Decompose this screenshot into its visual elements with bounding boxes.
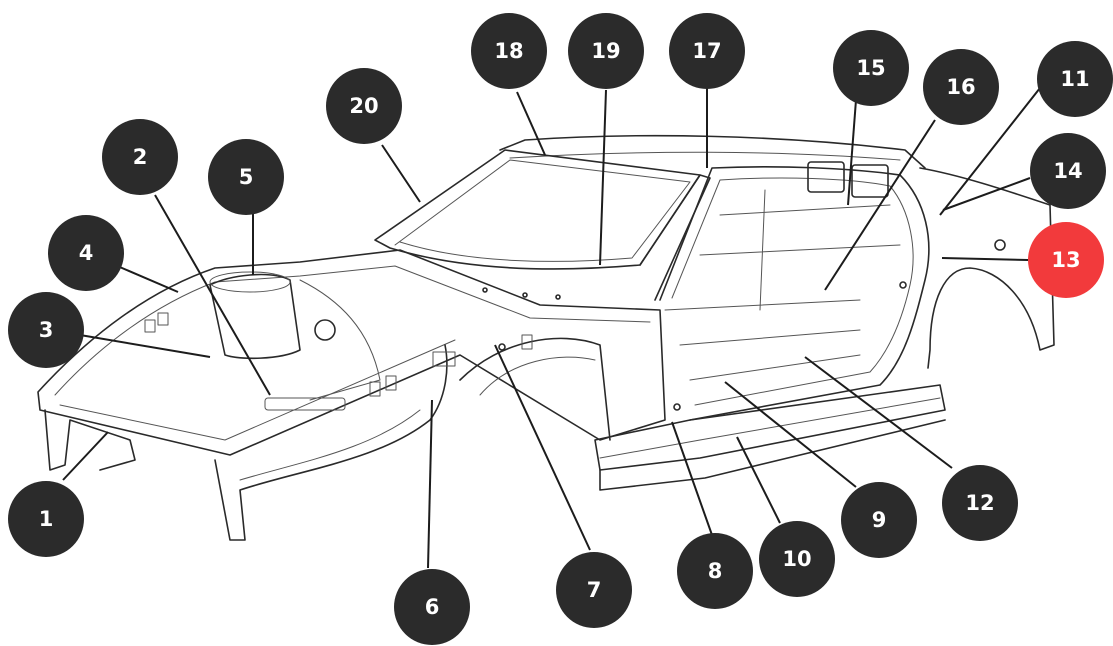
callout-2[interactable]: 2	[102, 119, 178, 195]
front-bumper	[44, 409, 136, 471]
callout-6[interactable]: 6	[394, 569, 470, 645]
front-frame	[37, 249, 666, 456]
leader-10	[736, 436, 781, 524]
callout-14[interactable]: 14	[1030, 133, 1106, 209]
callout-5-label: 5	[239, 165, 254, 189]
callout-13[interactable]: 13	[1028, 222, 1104, 298]
callout-12[interactable]: 12	[942, 465, 1018, 541]
leader-13	[941, 257, 1029, 261]
callout-7-label: 7	[587, 578, 602, 602]
door-opening	[659, 166, 930, 421]
leader-8	[671, 421, 713, 536]
leader-18	[516, 91, 546, 156]
leader-16	[824, 119, 936, 291]
callout-7[interactable]: 7	[556, 552, 632, 628]
callout-10[interactable]: 10	[759, 521, 835, 597]
callout-2-label: 2	[133, 145, 148, 169]
rear-opening-left	[807, 161, 845, 193]
callout-markers: 1 2 3 4 5 6 7 8 9 10 11	[8, 13, 1113, 645]
rear-wheel-arch	[459, 337, 611, 441]
leader-12	[804, 356, 953, 469]
roof-panel	[499, 134, 926, 169]
leader-2	[154, 194, 271, 396]
callout-17[interactable]: 17	[669, 13, 745, 89]
leader-15	[847, 99, 857, 206]
callout-19[interactable]: 19	[568, 13, 644, 89]
callout-18[interactable]: 18	[471, 13, 547, 89]
leader-20	[381, 144, 421, 203]
strut-tower	[209, 273, 301, 360]
callout-16-label: 16	[946, 75, 975, 99]
callout-3-label: 3	[39, 318, 54, 342]
callout-9[interactable]: 9	[841, 482, 917, 558]
leader-14	[942, 177, 1031, 211]
callout-4-label: 4	[79, 241, 94, 265]
callout-20[interactable]: 20	[326, 68, 402, 144]
leader-3	[79, 334, 211, 358]
callout-9-label: 9	[872, 508, 887, 532]
leader-lines	[62, 87, 1041, 569]
callout-8-label: 8	[708, 559, 723, 583]
leader-19	[599, 89, 607, 266]
a-pillar	[639, 174, 711, 301]
callout-10-label: 10	[782, 547, 811, 571]
callout-11[interactable]: 11	[1037, 41, 1113, 117]
leader-4	[114, 264, 179, 293]
rear-quarter-panel	[919, 167, 1055, 369]
callout-13-label: 13	[1051, 248, 1080, 272]
callout-20-label: 20	[349, 94, 378, 118]
callout-14-label: 14	[1053, 159, 1082, 183]
leader-7	[494, 344, 591, 551]
callout-19-label: 19	[591, 39, 620, 63]
leader-9	[724, 381, 857, 488]
callout-18-label: 18	[494, 39, 523, 63]
callout-17-label: 17	[692, 39, 721, 63]
leader-1	[62, 431, 109, 481]
windshield-frame	[374, 149, 701, 270]
callout-15-label: 15	[856, 56, 885, 80]
callout-3[interactable]: 3	[8, 292, 84, 368]
callout-12-label: 12	[965, 491, 994, 515]
callout-6-label: 6	[425, 595, 440, 619]
callout-5[interactable]: 5	[208, 139, 284, 215]
callout-8[interactable]: 8	[677, 533, 753, 609]
callout-11-label: 11	[1060, 67, 1089, 91]
callout-4[interactable]: 4	[48, 215, 124, 291]
rear-opening-right	[851, 164, 889, 198]
leader-6	[427, 399, 433, 569]
callout-15[interactable]: 15	[833, 30, 909, 106]
callout-16[interactable]: 16	[923, 49, 999, 125]
callout-1[interactable]: 1	[8, 481, 84, 557]
car-body-outline	[37, 134, 1055, 541]
leader-11	[939, 87, 1041, 216]
front-wheel-arch	[214, 344, 448, 541]
callout-1-label: 1	[39, 507, 54, 531]
